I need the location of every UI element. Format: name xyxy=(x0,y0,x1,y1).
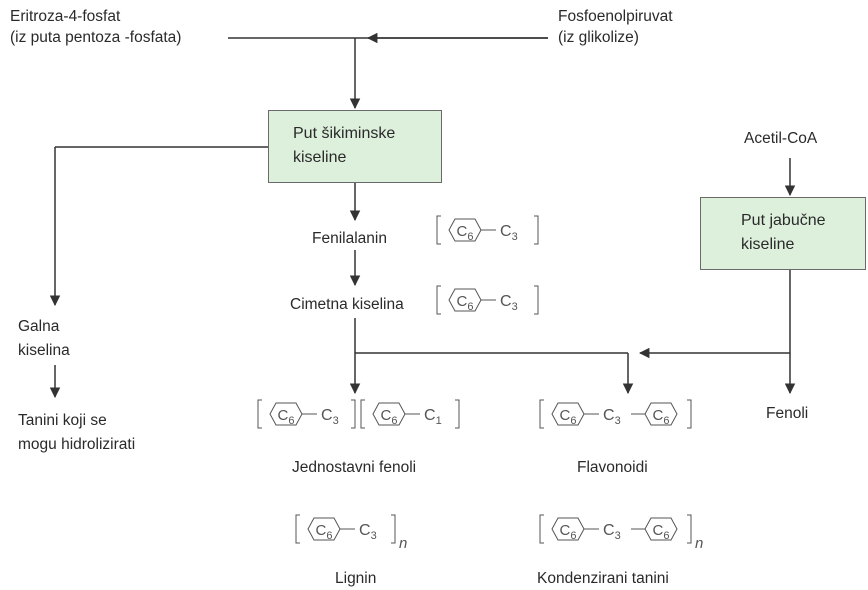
c3-label: C3 xyxy=(603,407,621,427)
ring-label: C6 xyxy=(653,522,670,542)
c3-label: C3 xyxy=(603,522,621,542)
bracket-ring-c3-icon: C6 C3 xyxy=(436,285,539,315)
bracket-ring-c3-c1-icon: C6 C3 C6 C1 xyxy=(257,399,460,429)
phenylalanine-label: Fenilalanin xyxy=(312,230,387,247)
condensed-tannins-label: Kondenzirani tanini xyxy=(537,570,669,587)
bracket-ring-c3-icon: C6 C3 xyxy=(436,215,539,245)
lignin-label: Lignin xyxy=(335,570,377,587)
c3-label: C3 xyxy=(500,293,518,313)
pep-source: (iz glikolize) xyxy=(558,29,639,46)
formula-condensed-tannins: C6 C3 C6 n xyxy=(537,512,727,552)
ring-label: C6 xyxy=(653,407,670,427)
malic-pathway-box: Put jabučne kiseline xyxy=(700,197,866,270)
malic-line2: kiseline xyxy=(741,236,795,253)
malic-line1: Put jabučne xyxy=(741,212,826,229)
shikimic-line1: Put šikiminske xyxy=(293,125,396,142)
formula-c6c3-cinnamic: C6 C3 xyxy=(434,283,546,317)
c3-label: C3 xyxy=(500,223,518,243)
acetyl-coa-label: Acetil-CoA xyxy=(744,130,818,147)
bracket-ring-c3-ring-n-icon: C6 C3 C6 n xyxy=(539,514,703,552)
simple-phenols-label: Jednostavni fenoli xyxy=(292,459,417,476)
bracket-ring-c3-n-icon: C6 C3 n xyxy=(295,514,407,552)
bracket-ring-c3-ring-icon: C6 C3 C6 xyxy=(539,399,692,429)
ring-label: C6 xyxy=(457,293,474,313)
formula-lignin: C6 C3 n xyxy=(293,512,423,552)
pep-label: Fosfoenolpiruvat xyxy=(558,8,673,25)
hydrolyzable-line1: Tanini koji se xyxy=(18,412,107,429)
shikimic-line2: kiseline xyxy=(293,149,347,166)
cinnamic-acid-label: Cimetna kiselina xyxy=(290,296,404,313)
n-label: n xyxy=(695,535,703,552)
ring-label: C6 xyxy=(381,407,398,427)
phenols-label: Fenoli xyxy=(766,405,809,422)
ring-label: C6 xyxy=(316,522,333,542)
shikimic-pathway-box: Put šikiminske kiseline xyxy=(268,110,442,183)
formula-c6c3-phenylalanine: C6 C3 xyxy=(434,213,546,247)
erythrose-label: Eritroza-4-fosfat xyxy=(10,8,121,25)
ring-label: C6 xyxy=(560,522,577,542)
c3-label: C3 xyxy=(321,407,339,427)
formula-flavonoids: C6 C3 C6 xyxy=(537,397,707,431)
hydrolyzable-line2: mogu hidrolizirati xyxy=(18,436,136,453)
formula-simple-phenols: C6 C3 C6 C1 xyxy=(255,397,465,431)
flavonoids-label: Flavonoidi xyxy=(577,459,648,476)
c1-label: C1 xyxy=(424,407,442,427)
erythrose-source: (iz puta pentoza -fosfata) xyxy=(10,29,182,46)
gallic-line1: Galna xyxy=(18,318,60,335)
gallic-line2: kiselina xyxy=(18,342,70,359)
ring-label: C6 xyxy=(560,407,577,427)
c3-label: C3 xyxy=(359,522,377,542)
ring-label: C6 xyxy=(278,407,295,427)
n-label: n xyxy=(399,535,407,552)
ring-label: C6 xyxy=(457,223,474,243)
